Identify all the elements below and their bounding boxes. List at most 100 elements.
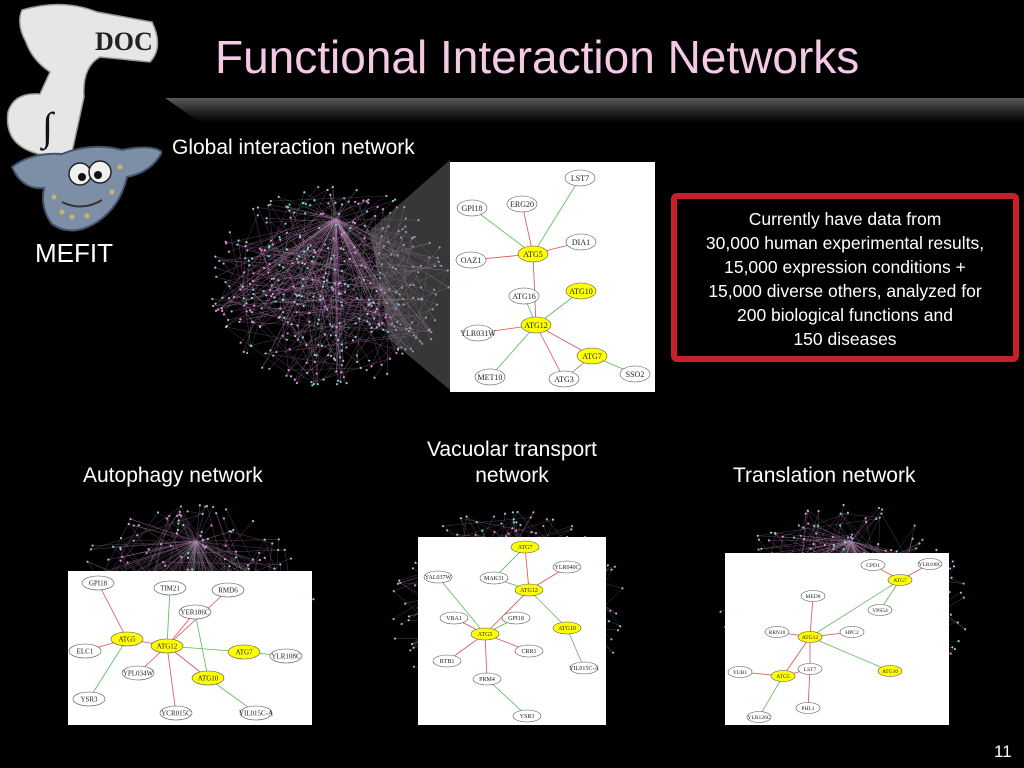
hairball-node [846, 511, 850, 514]
hairball-node [437, 260, 440, 263]
hairball-node [512, 521, 516, 524]
hairball-edge [808, 523, 852, 542]
hairball-node [757, 548, 760, 551]
hairball-node [379, 288, 383, 292]
node-label: PHL1 [801, 706, 814, 712]
node-label: ATG7 [235, 648, 253, 656]
hairball-node [769, 531, 773, 534]
hairball-node [278, 236, 281, 239]
node-ellipse [269, 648, 303, 664]
hairball-node [119, 559, 122, 562]
hairball-edge [335, 218, 351, 229]
network-node: YIL015C-A [239, 705, 273, 721]
hairball-node [230, 530, 233, 533]
hairball-node [300, 295, 303, 298]
hairball-node [447, 286, 450, 289]
hairball-node [431, 308, 434, 311]
hairball-edge [350, 211, 368, 229]
hairball-node [304, 212, 307, 215]
hairball-node [391, 266, 394, 269]
hairball-node [288, 348, 291, 351]
hairball-node [378, 277, 382, 280]
node-ellipse [746, 711, 772, 723]
node-label: RRN10 [769, 630, 786, 636]
hairball-edge [120, 535, 138, 548]
hairball-edge [228, 218, 337, 299]
hairball-node [368, 302, 371, 306]
hairball-node [481, 529, 484, 532]
hairball-node [387, 240, 390, 243]
hairball-node [935, 548, 938, 552]
hairball-node [275, 350, 278, 354]
hairball-node [312, 295, 315, 298]
hairball-edge [286, 206, 337, 220]
hairball-node [322, 280, 326, 283]
hairball-node [294, 335, 297, 338]
hairball-node [381, 208, 385, 211]
hairball-edge [221, 218, 337, 309]
hairball-node [265, 294, 268, 297]
hairball-node [298, 236, 302, 239]
hairball-node [251, 279, 255, 283]
hairball-node [621, 587, 624, 590]
hairball-node [402, 244, 405, 247]
hairball-edge [782, 512, 848, 537]
node-label: GPI18 [462, 204, 483, 213]
hairball-edge [290, 217, 344, 361]
network-edge [809, 595, 814, 638]
hairball-node [404, 217, 407, 220]
hairball-node [293, 211, 296, 214]
hairball-node [289, 216, 292, 219]
hairball-node [396, 254, 399, 257]
hairball-edge [761, 541, 852, 550]
hairball-edge [289, 287, 449, 350]
hairball-node [245, 351, 249, 355]
network-node: ELC1 [68, 643, 102, 659]
hairball-edge [215, 256, 325, 282]
hairball-edge [794, 537, 834, 546]
node-label: ERG20 [510, 200, 534, 209]
hairball-node [119, 548, 122, 551]
hairball-node [351, 339, 355, 342]
hairball-node [336, 379, 340, 382]
network-node: ATG3 [548, 370, 580, 388]
node-ellipse [770, 670, 796, 682]
hairball-node [606, 564, 609, 567]
hairball-node [340, 304, 344, 307]
node-ellipse [512, 709, 542, 723]
hairball-edge [92, 541, 197, 546]
hairball-node [610, 568, 613, 571]
hairball-node [428, 256, 431, 259]
hairball-node [519, 523, 522, 527]
node-label: YSR3 [80, 695, 98, 703]
node-label: HPC2 [845, 630, 859, 636]
hairball-node [394, 267, 397, 270]
hairball-node [264, 352, 267, 355]
hairball-node [534, 532, 538, 535]
hairball-node [375, 290, 378, 293]
hairball-node [224, 240, 227, 243]
network-node: ATG10 [877, 665, 903, 677]
network-node: YIL015C-A [569, 661, 599, 675]
hairball-node [321, 297, 325, 300]
hairball-edge [369, 267, 393, 325]
hairball-node [433, 319, 437, 322]
hairball-node [340, 247, 343, 250]
hairball-node [373, 317, 376, 320]
node-label: ATG12 [524, 321, 548, 330]
hairball-node [343, 231, 346, 234]
hairball-node [360, 264, 363, 267]
hairball-node [156, 511, 160, 514]
hairball-edge [402, 229, 439, 262]
hairball-node [147, 548, 150, 551]
hairball-node [609, 609, 612, 612]
hairball-edge [271, 215, 376, 280]
hairball-edge [273, 355, 312, 383]
hairball-node [218, 259, 221, 263]
hairball-edge [279, 316, 399, 350]
hairball-node [429, 337, 433, 341]
hairball-node [267, 255, 270, 258]
hairball-edge [382, 209, 392, 255]
hairball-edge [215, 215, 258, 311]
hairball-edge [279, 237, 296, 295]
